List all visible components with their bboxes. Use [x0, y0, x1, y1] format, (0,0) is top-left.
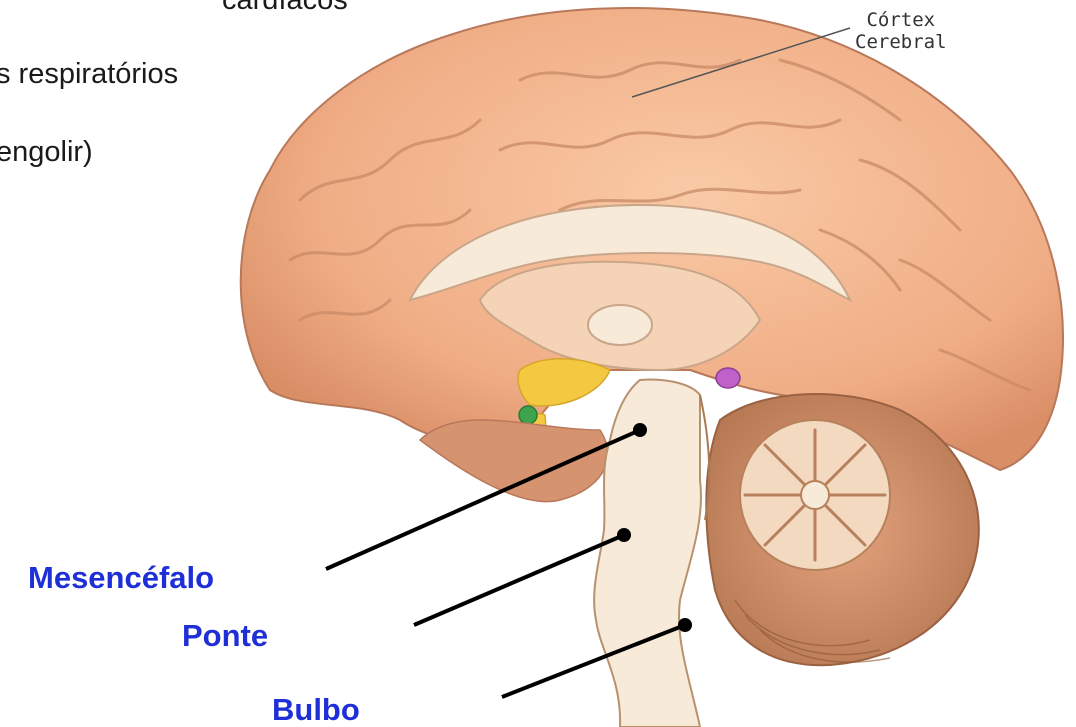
- brainstem: [594, 380, 701, 727]
- label-bulbo: Bulbo: [272, 694, 360, 725]
- pointer-dot-mesencefalo: [633, 423, 647, 437]
- label-mesencefalo: Mesencéfalo: [28, 562, 214, 593]
- pointer-dot-ponte: [617, 528, 631, 542]
- label-cortex: Córtex Cerebral: [855, 10, 947, 54]
- label-cortex-line1: Córtex: [855, 10, 947, 32]
- pointer-line-ponte: [414, 535, 624, 625]
- hypothalamus-yellow: [518, 359, 610, 406]
- green-dot: [519, 406, 537, 424]
- label-ponte: Ponte: [182, 620, 268, 651]
- pointer-dot-bulbo: [678, 618, 692, 632]
- pink-dot: [716, 368, 740, 388]
- label-cortex-line2: Cerebral: [855, 32, 947, 54]
